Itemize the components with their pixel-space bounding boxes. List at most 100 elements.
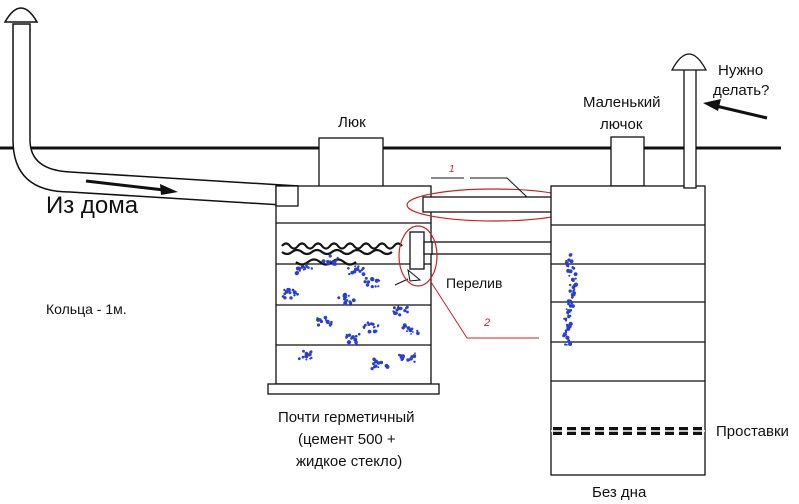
sewage-dot — [294, 271, 299, 276]
sewage-dot — [355, 342, 358, 345]
sewage-dot — [316, 317, 321, 322]
sewage-dot — [567, 265, 570, 268]
flow-arrow-line — [85, 179, 165, 192]
sewage-dot — [370, 285, 374, 289]
sewage-dot — [354, 338, 356, 341]
sewage-dot — [323, 315, 328, 320]
sewage-dot — [416, 331, 420, 336]
inlet-vent-cap — [3, 7, 39, 23]
label-from-house: Из дома — [46, 192, 139, 219]
sewage-dot — [567, 258, 571, 262]
sewage-dot — [301, 355, 305, 359]
label-no-bottom: Без дна — [592, 484, 647, 501]
sewage-dot — [371, 322, 375, 326]
sewage-dot — [342, 294, 346, 298]
sewage-dot — [354, 265, 357, 268]
sewage-dot — [566, 261, 569, 265]
sewage-dot — [567, 315, 571, 319]
label-sealed-line1: Почти герметичный — [278, 409, 415, 426]
sewage-dot — [564, 319, 568, 322]
label-rings: Кольца - 1м. — [46, 301, 127, 317]
sewage-dot — [283, 288, 286, 291]
sewage-dot — [321, 259, 326, 264]
sewage-dot — [570, 295, 574, 299]
sewage-dot — [398, 313, 402, 317]
sewage-dot — [572, 305, 575, 308]
sewage-dot — [332, 263, 335, 266]
label-question-line1: Нужно — [718, 62, 764, 79]
top-pipe — [422, 196, 560, 213]
sewage-dot — [385, 364, 387, 367]
vent-pipe — [683, 65, 697, 189]
sewage-dot — [574, 277, 577, 280]
label-small-hatch-line2: лючок — [600, 116, 643, 133]
label-small-hatch-line1: Маленький — [583, 94, 661, 111]
sewage-dot — [345, 333, 348, 336]
question-arrow-head — [703, 99, 721, 111]
sewage-dot — [357, 332, 361, 336]
sewage-dot — [410, 355, 414, 358]
annotation-leader-1 — [431, 177, 528, 198]
sewage-dot — [370, 367, 374, 371]
sewage-dot — [403, 325, 406, 328]
annotation-mark-2: 2 — [484, 317, 491, 329]
sewage-dot — [354, 334, 358, 338]
sewage-dot — [289, 296, 293, 300]
sewage-dot — [350, 337, 353, 340]
sewage-dot — [568, 274, 571, 277]
sewage-dot — [291, 288, 295, 292]
annotation-ellipse-2 — [398, 225, 438, 287]
sewage-dot — [337, 296, 341, 300]
sewage-dot — [361, 272, 366, 276]
sewage-dot — [365, 283, 370, 287]
sewage-dot — [563, 317, 566, 320]
sewage-dot — [298, 269, 301, 272]
sewage-dot — [571, 285, 576, 290]
sewage-dot — [316, 323, 321, 327]
sewage-dot — [567, 302, 570, 306]
sewage-dot — [330, 320, 333, 324]
sewage-dot — [310, 267, 313, 270]
sewage-dot — [569, 283, 572, 287]
flow-arrow-head — [160, 184, 178, 195]
sewage-dot — [354, 268, 357, 271]
spacers-row — [551, 427, 705, 435]
sewage-dot — [396, 306, 401, 311]
sewage-dot — [305, 353, 309, 358]
sewage-dot — [347, 267, 350, 270]
sewage-dot — [297, 266, 301, 270]
sewage-dot — [309, 350, 313, 354]
sewage-dot — [409, 357, 413, 361]
sewage-dot — [372, 357, 376, 362]
sewage-dot — [377, 278, 380, 281]
inlet-pipe-end — [275, 185, 299, 207]
sewage-dot — [366, 280, 371, 284]
overflow-pipe — [409, 231, 560, 270]
label-sealed-line2: (цемент 500 + — [298, 431, 396, 448]
sewage-dot — [297, 357, 301, 361]
sewage-dot — [343, 300, 347, 305]
sewage-dot — [292, 290, 297, 295]
sewage-dot — [402, 327, 405, 330]
sewage-dot — [392, 306, 396, 310]
sewage-dot — [303, 266, 306, 269]
sewage-dot — [410, 333, 412, 335]
sewage-dot — [569, 253, 572, 256]
sewage-dot — [401, 354, 405, 359]
label-question-line2: делать? — [713, 82, 770, 99]
sewage-dot — [568, 269, 573, 274]
sewage-dot — [300, 265, 305, 269]
label-spacers: Проставки — [716, 423, 789, 440]
sewage-dot — [367, 329, 372, 334]
sewage-dot — [307, 266, 310, 269]
sewage-dot — [346, 340, 352, 345]
sewage-dot — [348, 300, 352, 304]
sewage-dot — [345, 296, 348, 299]
sewage-dot — [399, 306, 403, 311]
label-hatch: Люк — [338, 114, 366, 131]
sewage-dot — [361, 266, 365, 270]
sewage-dot — [357, 265, 360, 268]
sewage-dot — [343, 297, 347, 301]
sewage-dot — [336, 256, 339, 259]
